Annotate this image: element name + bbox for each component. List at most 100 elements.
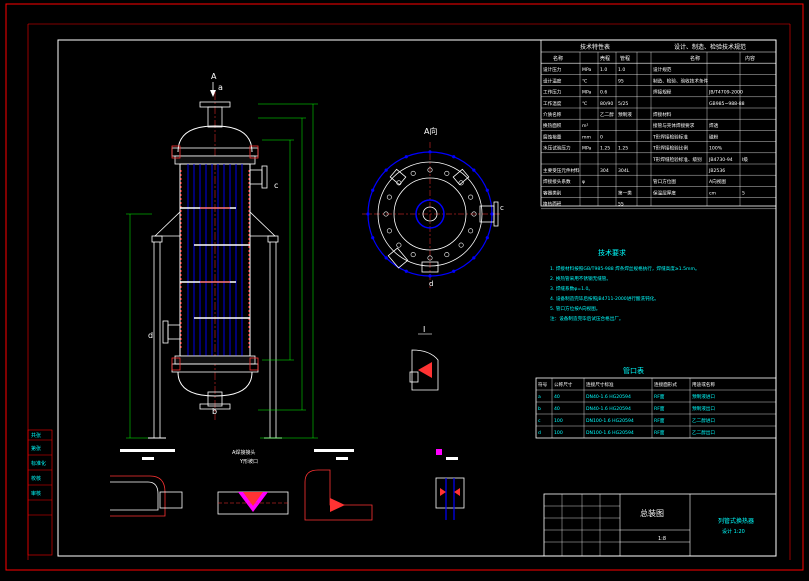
design-table-cell: 设计规范 [653, 66, 672, 73]
inner-border [57, 39, 777, 557]
outer-border [5, 3, 804, 571]
bolt-hole [386, 228, 392, 234]
design-table-cell: 设计压力 [543, 66, 562, 73]
nozzle-d-pipe [167, 324, 181, 340]
design-table-cell: JB4730-94 [708, 157, 733, 163]
nozzle-table-title: 管口表 [623, 366, 644, 375]
design-table-cell: 预制液 [618, 111, 632, 118]
nozzle-table-cell: 100 [554, 430, 563, 436]
tech-req-item: 1. 焊接材料按照GB/T985-988 焊条焊丝规格执行，焊缝高度≥1.5mm… [550, 265, 700, 272]
design-table-cell: 1.25 [600, 146, 610, 152]
design-table-cell: mm [582, 135, 591, 140]
design-table-cell: 容器类别 [543, 189, 562, 196]
design-table-cell: 设计温度 [543, 77, 562, 84]
a-view-shell [393, 177, 467, 251]
design-table-cell: 焊透 [709, 122, 719, 129]
nozzle-table-header: 连接面形式 [654, 381, 677, 388]
design-table-cell: GB985~988-88 [709, 101, 745, 107]
tech-req-item: 3. 焊缝系数φ=1.0。 [550, 285, 593, 292]
nozzle-table-cell: 40 [554, 394, 560, 400]
a-view-nozzle-d [421, 261, 439, 273]
bolt-hole [427, 255, 433, 261]
bottom-tubesheet [174, 355, 256, 365]
design-table-header: 内容 [745, 55, 755, 62]
nozzle-table-cell: RF面 [654, 406, 665, 412]
design-table-cell: ℃ [582, 78, 587, 84]
nozzle-d-label: d [148, 331, 153, 340]
design-table-header: 名称 [690, 55, 700, 62]
nozzle-b-pipe [207, 391, 223, 407]
design-table-header: 名称 [553, 55, 563, 62]
nozzle-table-cell: DN40-1.6 HG20594 [586, 406, 631, 412]
left-strip-text-1: 第张 [31, 445, 41, 452]
nozzle-table-header: 公称尺寸 [554, 381, 573, 388]
drain-right [249, 357, 259, 371]
nozzle-table-cell: b [538, 406, 541, 412]
design-table-cell: 焊接规程 [653, 89, 672, 96]
design-table-cell: T形焊接检验标准 [652, 133, 688, 140]
design-table-cell: T形焊缝检验标准、级别 [652, 156, 702, 163]
design-table-cell: MPa [582, 90, 592, 96]
baffles [180, 207, 250, 319]
nozzle-table-cell: 预制液出口 [692, 405, 715, 412]
outer-bolt [428, 274, 432, 278]
detail-i: I [409, 325, 439, 391]
vent-right [249, 145, 259, 159]
nozzle-c-flange [261, 165, 268, 189]
outer-bolt [384, 256, 388, 260]
top-arrow-head [210, 90, 216, 97]
nozzle-table-cell: DN40-1.6 HG20594 [586, 394, 631, 400]
bolt-hole [468, 194, 474, 200]
outer-bolt [472, 168, 476, 172]
outer-bolt [366, 212, 370, 216]
outer-bolt [371, 188, 375, 192]
top-arrow-label: A [211, 72, 217, 81]
a-view-nozzle-c-flange [493, 201, 499, 227]
vent-left [171, 145, 181, 159]
design-table-cell: 1.0 [600, 67, 607, 73]
design-table-cell: 1.0 [618, 67, 625, 73]
design-table-cell: 55 [618, 202, 624, 208]
outer-bolt [404, 155, 408, 159]
tech-req-item: 5. 管口方位按A向视图。 [550, 305, 600, 312]
nozzle-table-cell: RF面 [654, 430, 665, 436]
design-table-cell: 主要受压元件材料 [543, 167, 580, 174]
design-table-cell: 5 [742, 190, 745, 196]
design-table-cell: MPa [582, 146, 592, 152]
nozzle-table-cell: RF面 [654, 394, 665, 400]
nozzle-table-cell: RF面 [654, 418, 665, 424]
left-strip: 共张 第张 标准化 校核 审核 [27, 429, 53, 556]
tech-req-item: 2. 换热管采用不锈钢无缝管。 [550, 275, 611, 282]
design-table-cell: 磁粉 [709, 133, 719, 140]
left-strip-text-0: 共张 [31, 432, 41, 439]
design-table-cell: 换热面积 [543, 122, 562, 129]
design-table-cell: 1.25 [618, 146, 628, 152]
main-elevation-view: A a [126, 72, 318, 439]
nozzle-table-header: 符号 [538, 381, 548, 388]
design-table-cell: 304 [600, 168, 609, 174]
equipment-spec: 设计 1:20 [722, 528, 745, 535]
bolt-hole [458, 242, 464, 248]
nozzle-table-cell: c [538, 419, 541, 424]
a-direction-view: A向 c d [362, 126, 504, 288]
nozzle-b-label: b [212, 407, 217, 416]
a-view-flange [377, 161, 483, 267]
design-table-header: 壳程 [600, 55, 610, 62]
design-table-cell: 腐蚀裕量 [543, 133, 562, 140]
design-table-header: 管程 [620, 55, 630, 62]
design-table-cell: 换热面积 [543, 201, 562, 208]
nozzle-a-pipe [207, 106, 223, 128]
design-table-cell: 304L [618, 168, 630, 174]
weld-subtitle: Y形坡口 [239, 458, 258, 465]
outer-bolt [452, 155, 456, 159]
outer-bolt [404, 269, 408, 273]
bolt-hole [427, 167, 433, 173]
design-table-cell: cm [709, 191, 717, 196]
bolt-hole [410, 170, 416, 176]
nozzle-a-label: a [218, 83, 223, 92]
tech-requirements: 技术要求 1. 焊接材料按照GB/T985-988 焊条焊丝规格执行，焊缝高度≥… [550, 248, 700, 322]
outer-bolt [472, 256, 476, 260]
nozzle-c-label: c [274, 181, 278, 190]
